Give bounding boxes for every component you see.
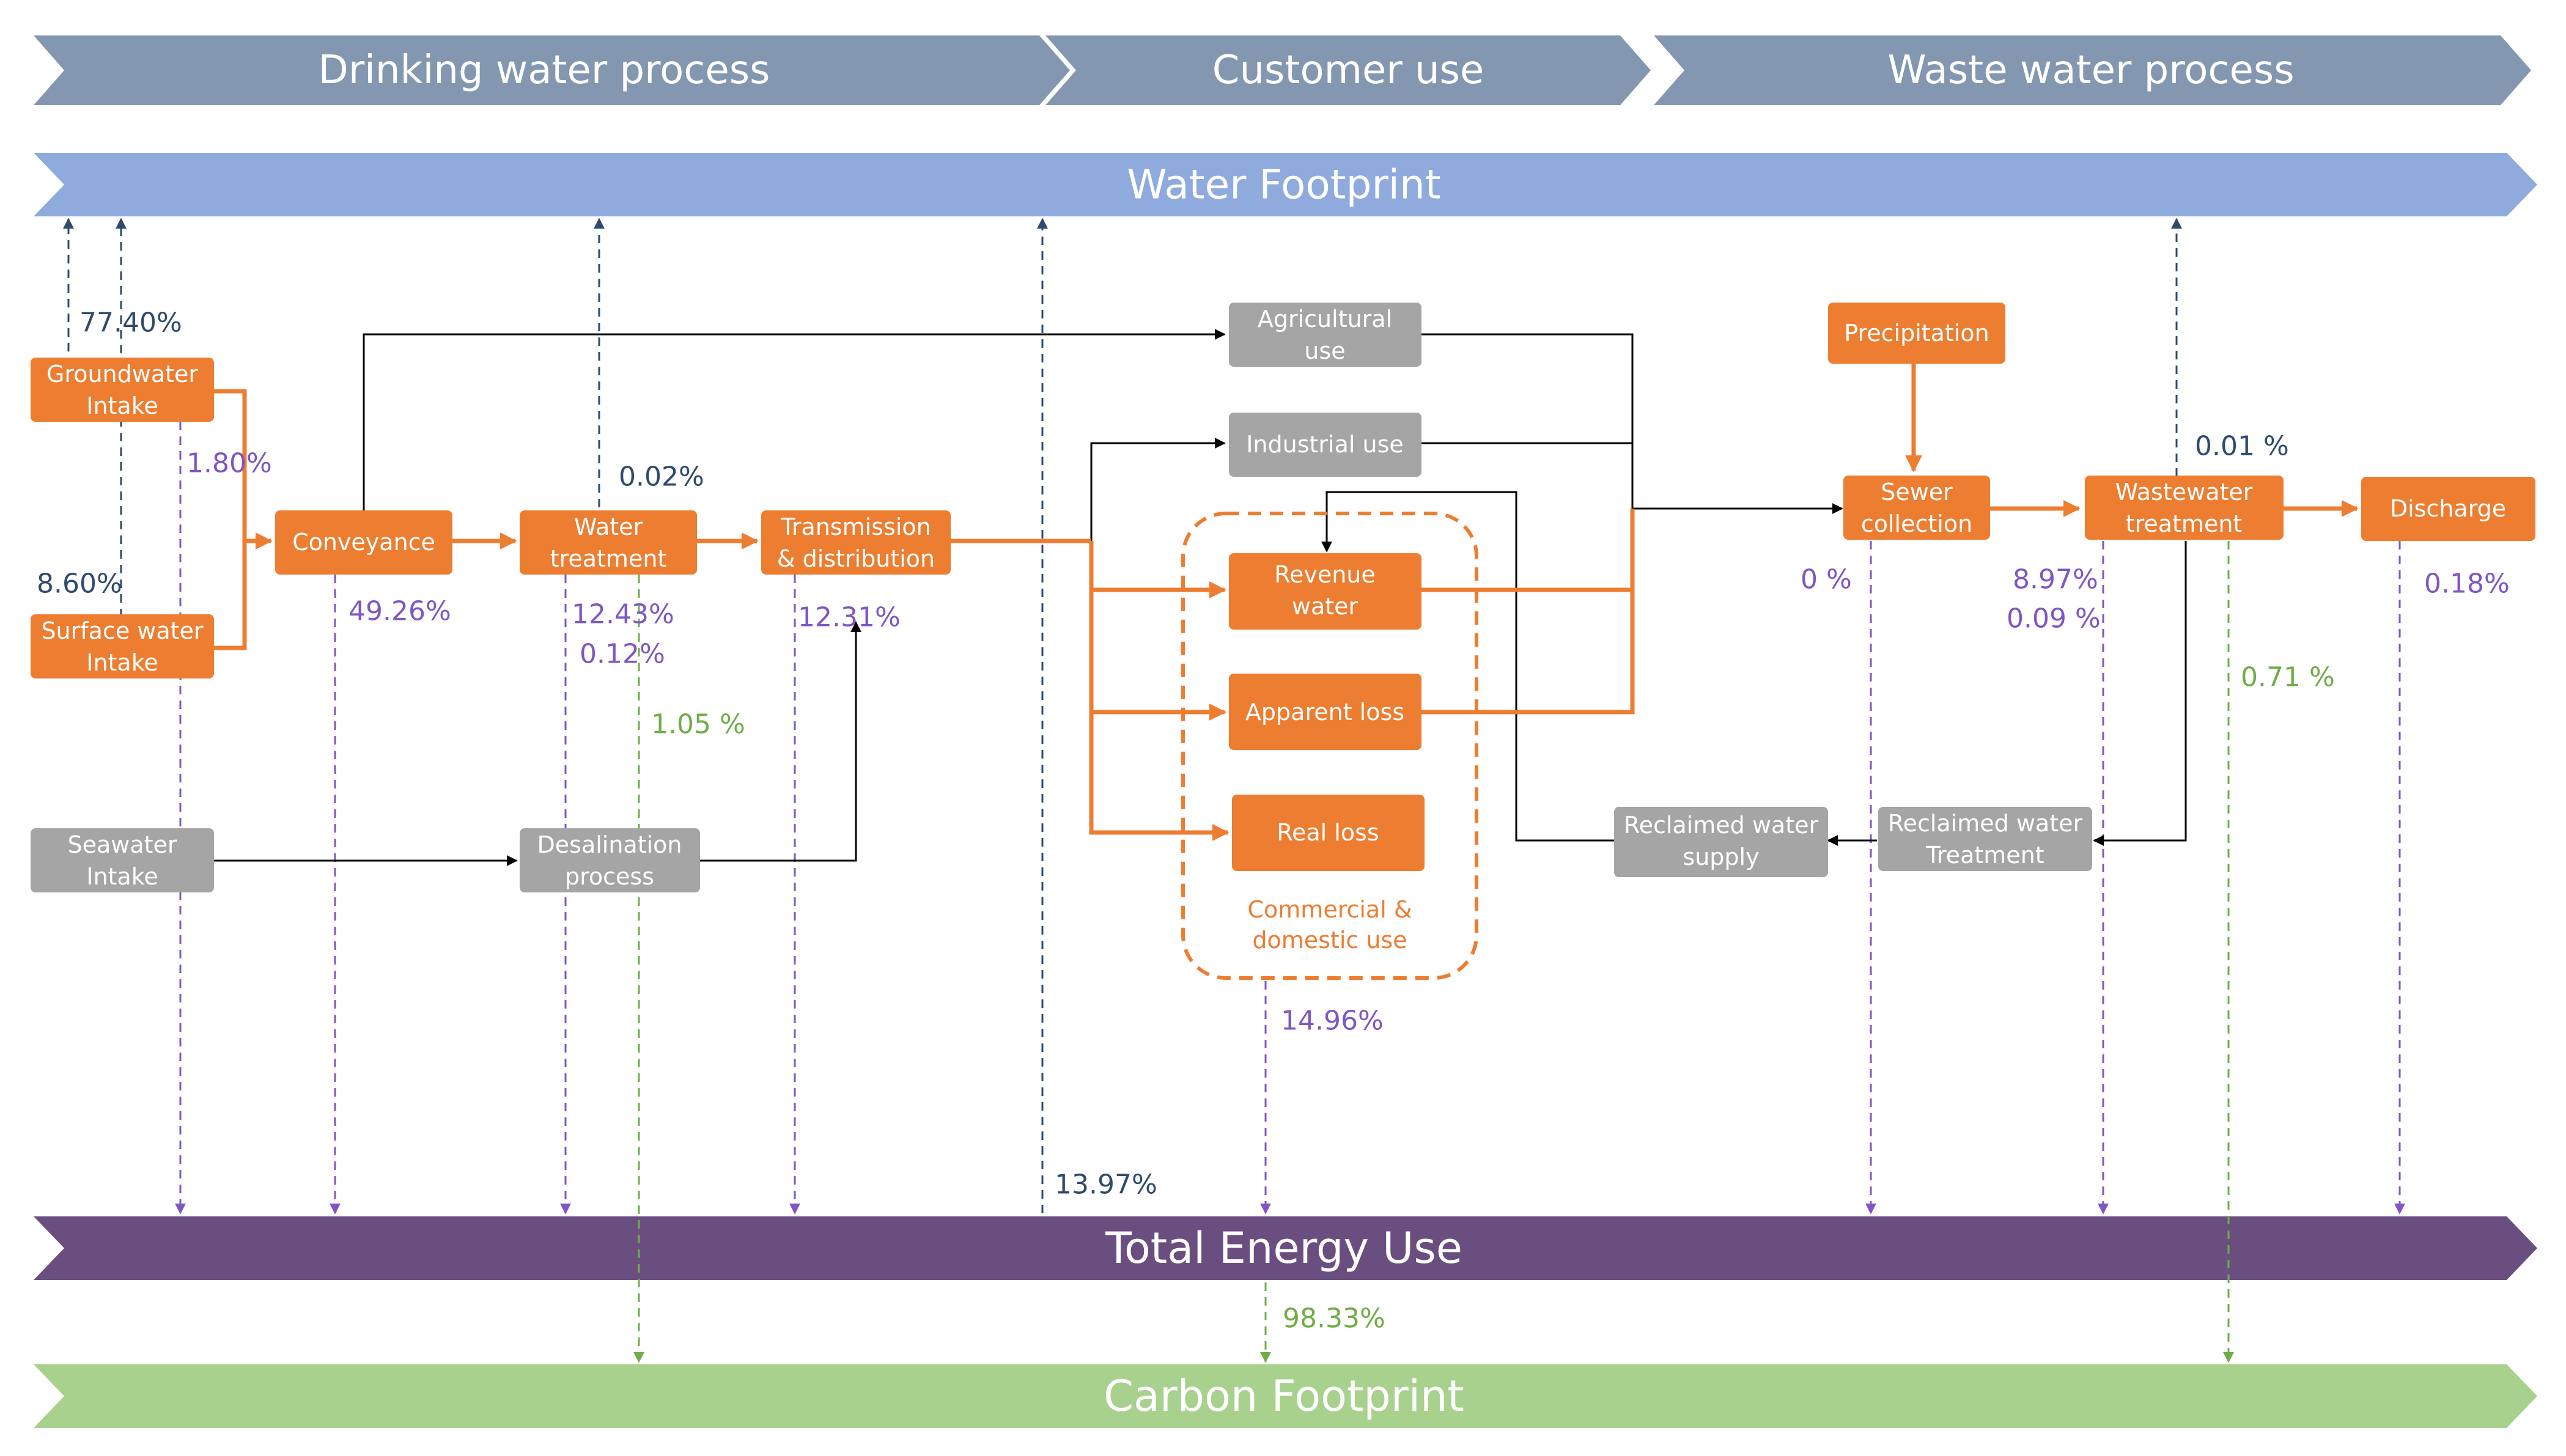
carbon-percentages: 1.05 % 0.71 % 98.33% [651, 662, 2335, 1334]
node-label: treatment [550, 545, 667, 572]
secondary-flows [214, 329, 2187, 866]
pct-en-intake: 1.80% [186, 448, 272, 479]
pct-wf-customer: 13.97% [1055, 1169, 1157, 1200]
node-label: use [1304, 337, 1345, 364]
node-label: Agricultural [1258, 306, 1392, 333]
node-label: Precipitation [1844, 320, 1989, 347]
node-agricultural-use: Agricultural use [1229, 303, 1421, 367]
energy-band [34, 1216, 2537, 1280]
carbon-arrows [633, 541, 2234, 1363]
energy-arrows [175, 422, 2405, 1215]
stage-customer-use [1045, 35, 1651, 105]
node-label: Transmission [780, 513, 931, 540]
node-label: water [1292, 593, 1359, 620]
node-groundwater-intake: Groundwater Intake [31, 358, 214, 422]
pct-en-customer: 14.96% [1281, 1006, 1384, 1037]
energy-label: Total Energy Use [1105, 1223, 1462, 1273]
node-conveyance: Conveyance [275, 510, 452, 575]
stage-label-customer: Customer use [1212, 48, 1484, 93]
node-label: treatment [2126, 510, 2243, 537]
group-caption-line1: Commercial & [1248, 896, 1412, 923]
node-precipitation: Precipitation [1828, 303, 2005, 364]
node-transmission-distribution: Transmission & distribution [761, 510, 951, 575]
node-water-treatment: Water treatment [520, 510, 697, 575]
node-label: Industrial use [1246, 431, 1404, 458]
node-label: Treatment [1925, 842, 2044, 869]
node-real-loss: Real loss [1232, 795, 1425, 871]
pct-en-sewer: 0 % [1801, 564, 1852, 595]
node-label: process [565, 863, 654, 890]
group-caption-line2: domestic use [1252, 927, 1407, 954]
pct-en-wastewater-2: 0.09 % [2007, 603, 2101, 634]
node-label: Intake [86, 392, 158, 419]
node-label: Wastewater [2115, 479, 2253, 506]
node-label: supply [1683, 844, 1759, 870]
node-label: Reclaimed water [1624, 812, 1819, 839]
node-reclaimed-water-treatment: Reclaimed water Treatment [1878, 807, 2092, 871]
water-footprint-label: Water Footprint [1127, 161, 1440, 208]
node-industrial-use: Industrial use [1229, 413, 1421, 477]
pct-en-discharge: 0.18% [2424, 568, 2510, 600]
node-sewer-collection: Sewer collection [1843, 476, 1990, 540]
stage-label-waste: Waste water process [1887, 48, 2294, 93]
carbon-band [34, 1364, 2537, 1428]
pct-wf-treatment: 0.02% [619, 461, 704, 493]
stage-label-drinking: Drinking water process [319, 48, 770, 93]
pct-cf-treatment: 1.05 % [651, 709, 745, 740]
node-seawater-intake: Seawater Intake [31, 828, 214, 892]
node-label: Surface water [41, 617, 203, 644]
node-label: Groundwater [46, 361, 198, 388]
pct-wf-surface: 8.60% [37, 568, 122, 600]
stage-drinking-water [34, 35, 1070, 105]
node-label: Intake [86, 863, 158, 890]
node-label: Revenue [1274, 561, 1376, 588]
carbon-label: Carbon Footprint [1104, 1371, 1464, 1421]
pct-en-conveyance: 49.26% [348, 596, 451, 627]
node-label: & distribution [777, 545, 935, 572]
energy-percentages: 1.80% 49.26% 12.43% 0.12% 12.31% 14.96% … [186, 448, 2510, 1037]
node-label: Intake [86, 649, 158, 676]
node-apparent-loss: Apparent loss [1229, 674, 1421, 750]
node-surface-water-intake: Surface water Intake [31, 614, 214, 678]
water-footprint-arrows [63, 218, 2182, 1213]
main-flows [214, 364, 2359, 841]
node-label: Water [574, 513, 643, 540]
node-label: Real loss [1277, 819, 1379, 846]
pct-cf-energy: 98.33% [1283, 1303, 1385, 1334]
pct-wf-groundwater: 77.40% [79, 307, 182, 339]
node-reclaimed-water-supply: Reclaimed water supply [1614, 807, 1828, 877]
pct-en-transmission: 12.31% [798, 602, 901, 633]
node-label: Discharge [2390, 495, 2506, 522]
stage-waste-water [1654, 35, 2531, 105]
water-footprint-band [34, 153, 2537, 216]
pct-wf-wastewater: 0.01 % [2195, 431, 2289, 462]
node-revenue-water: Revenue water [1229, 553, 1421, 630]
node-desalination: Desalination process [520, 828, 700, 892]
node-label: Sewer [1881, 479, 1953, 506]
pct-cf-wastewater: 0.71 % [2241, 662, 2335, 693]
node-label: Conveyance [292, 529, 435, 556]
node-wastewater-treatment: Wastewater treatment [2085, 476, 2284, 540]
node-label: Reclaimed water [1888, 810, 2083, 837]
node-label: collection [1861, 510, 1972, 537]
commercial-domestic-group [1181, 512, 1478, 980]
node-label: Seawater [67, 831, 177, 858]
water-footprint-percentages: 77.40% 8.60% 0.02% 13.97% 0.01 % [37, 307, 2289, 1200]
pct-en-desal: 0.12% [580, 639, 665, 670]
node-label: Desalination [537, 831, 682, 858]
pct-en-wastewater: 8.97% [2013, 564, 2098, 595]
stage-bar: Drinking water process Customer use Wast… [34, 35, 2531, 105]
node-label: Apparent loss [1245, 699, 1404, 726]
pct-en-treatment: 12.43% [572, 599, 674, 630]
node-discharge: Discharge [2361, 477, 2535, 541]
